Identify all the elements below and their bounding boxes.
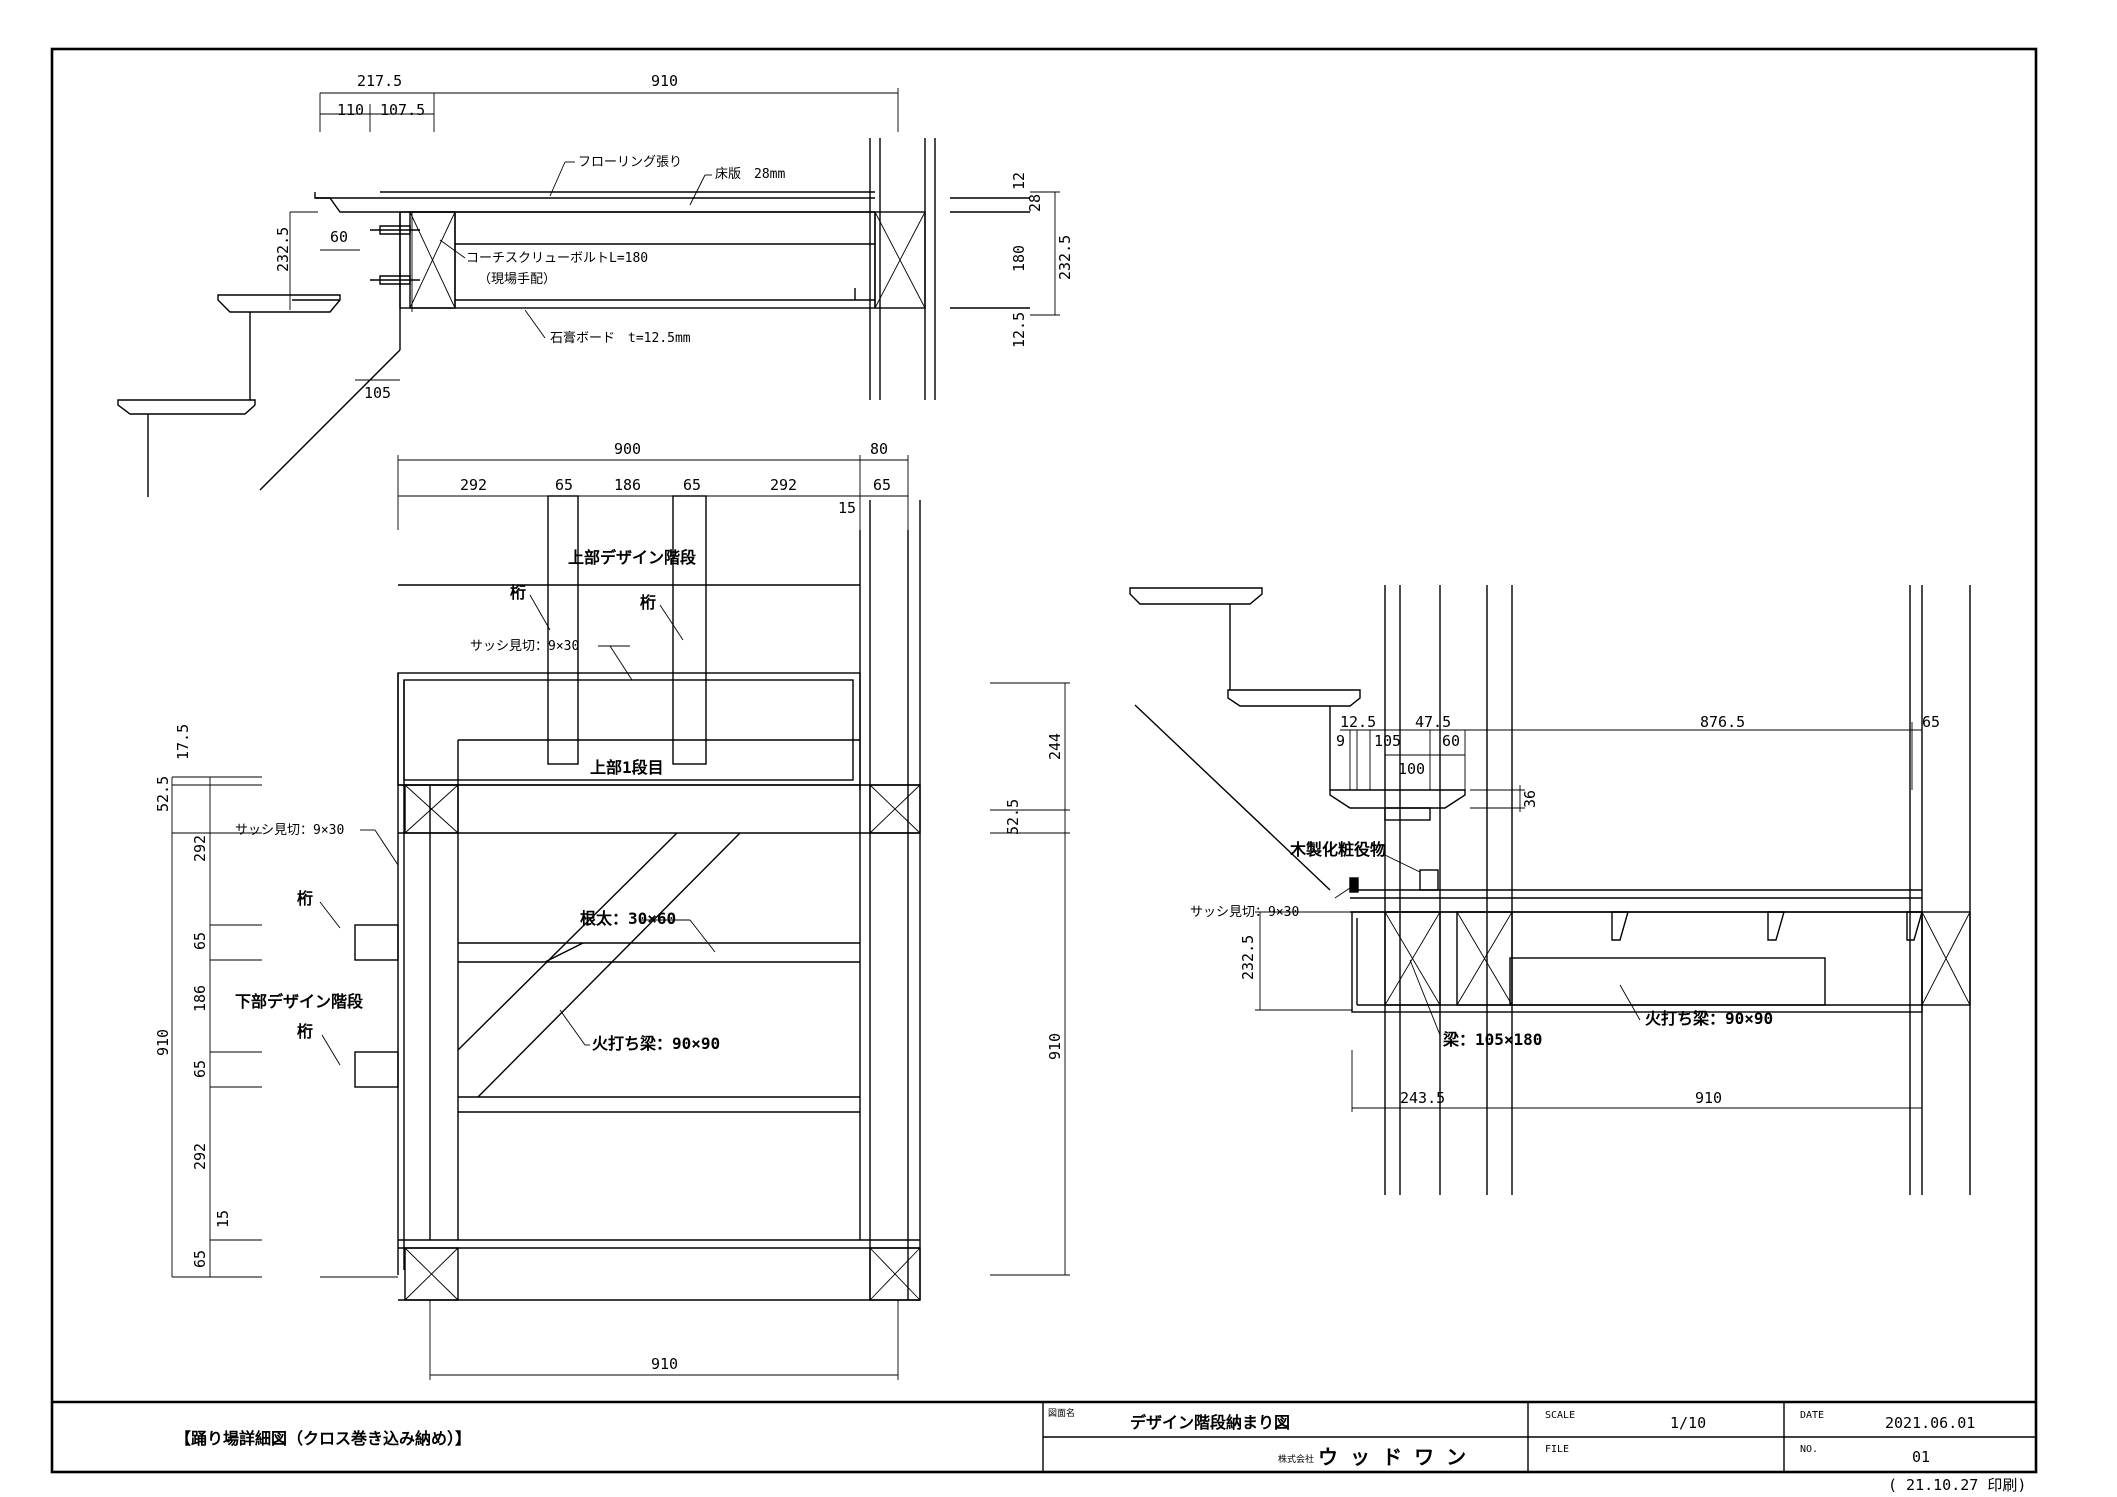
dim-28: 28: [1026, 194, 1044, 212]
dim-244: 244: [1046, 733, 1064, 760]
dim-910-right: 910: [1046, 1033, 1064, 1060]
label-joist: 根太：30×60: [580, 909, 676, 928]
side-dim-876-5: 876.5: [1700, 713, 1745, 731]
date-label: DATE: [1800, 1410, 1824, 1421]
dim-65-v1: 65: [191, 932, 209, 950]
dim-292-b: 292: [770, 476, 797, 494]
company-prefix: 株式会社: [1278, 1453, 1314, 1465]
dim-52-5-left: 52.5: [154, 776, 172, 812]
no-label: NO.: [1800, 1444, 1818, 1455]
print-note: ( 21.10.27 印刷): [1888, 1476, 2026, 1494]
dim-12-5: 12.5: [1010, 312, 1028, 348]
label-trim: 木製化粧役物: [1289, 840, 1386, 859]
dim-12: 12: [1010, 172, 1028, 190]
side-label-hiuchi: 火打ち梁：90×90: [1645, 1009, 1773, 1028]
scale-value: 1/10: [1670, 1414, 1706, 1432]
dim-910-bottom: 910: [651, 1355, 678, 1373]
label-stringer-b: 桁: [640, 593, 656, 612]
dim-292-a: 292: [460, 476, 487, 494]
dim-292-v2: 292: [191, 1143, 209, 1170]
scale-label: SCALE: [1545, 1410, 1575, 1421]
side-dim-243-5: 243.5: [1400, 1089, 1445, 1107]
dim-232-5-right: 232.5: [1056, 235, 1074, 280]
dim-186: 186: [614, 476, 641, 494]
dim-17-5: 17.5: [174, 724, 192, 760]
label-stringer-d: 桁: [297, 1022, 313, 1041]
dim-80: 80: [870, 440, 888, 458]
note-flooring: フローリング張り: [578, 155, 682, 170]
dim-65-b: 65: [683, 476, 701, 494]
dim-52-5-right: 52.5: [1004, 799, 1022, 835]
sheet-border: [50, 47, 2038, 1474]
name-value: デザイン階段納まり図: [1130, 1413, 1290, 1432]
side-dim-910: 910: [1695, 1089, 1722, 1107]
dim-110: 110: [337, 101, 364, 119]
dim-15-v: 15: [214, 1210, 232, 1228]
dim-65-v2: 65: [191, 1060, 209, 1078]
label-upper-step1: 上部1段目: [590, 758, 664, 777]
label-lower-stair: 下部デザイン階段: [235, 992, 364, 1011]
label-stringer-c: 桁: [297, 889, 313, 908]
label-stringer-a: 桁: [510, 583, 526, 602]
dim-105: 105: [364, 384, 391, 402]
side-dim-100: 100: [1398, 760, 1425, 778]
title-block: 【踊り場詳細図（クロス巻き込み納め）】 図面名 デザイン階段納まり図 株式会社 …: [52, 1400, 2036, 1472]
date-value: 2021.06.01: [1885, 1414, 1975, 1432]
dim-65-v3: 65: [191, 1250, 209, 1268]
plan-section: 900 80 292 65 186 65 292 65 15 上部デザイン階段 …: [154, 440, 1070, 1380]
drawing-title: 【踊り場詳細図（クロス巻き込み納め）】: [175, 1429, 471, 1448]
side-dim-60: 60: [1442, 732, 1460, 750]
company-name: ウ ッ ド ワ ン: [1318, 1445, 1466, 1469]
dim-186-v: 186: [191, 985, 209, 1012]
dim-180: 180: [1010, 245, 1028, 272]
side-dim-36: 36: [1521, 790, 1539, 808]
side-dim-232-5: 232.5: [1239, 935, 1257, 980]
side-dim-9: 9: [1336, 732, 1345, 750]
dim-217-5: 217.5: [357, 72, 402, 90]
no-value: 01: [1912, 1448, 1930, 1466]
side-dim-65: 65: [1922, 713, 1940, 731]
note-floor-plate: 床版 28mm: [715, 167, 785, 182]
label-hiuchi: 火打ち梁：90×90: [592, 1034, 720, 1053]
label-sash-left: サッシ見切：9×30: [235, 823, 344, 838]
label-sash-top: サッシ見切：9×30: [470, 639, 579, 654]
side-section: 12.5 47.5 876.5 65 9 105 60 100 36 木製化粧役…: [1129, 585, 1971, 1195]
dim-60: 60: [330, 228, 348, 246]
dim-900: 900: [614, 440, 641, 458]
dim-15: 15: [838, 499, 856, 517]
side-dim-105: 105: [1374, 732, 1401, 750]
upper-section: 217.5 910 110 107.5: [117, 72, 1074, 497]
note-site: （現場手配）: [478, 272, 556, 287]
dim-910-top: 910: [651, 72, 678, 90]
dim-232-5-left: 232.5: [274, 227, 292, 272]
name-label: 図面名: [1048, 1407, 1075, 1419]
dim-65-c: 65: [873, 476, 891, 494]
side-dim-47-5: 47.5: [1415, 713, 1451, 731]
note-gypsum: 石膏ボード t=12.5mm: [550, 330, 691, 346]
side-label-sash: サッシ見切：9×30: [1190, 905, 1299, 920]
label-upper-stair: 上部デザイン階段: [568, 548, 697, 567]
dim-292-v1: 292: [191, 835, 209, 862]
file-label: FILE: [1545, 1444, 1569, 1455]
dim-107-5: 107.5: [380, 101, 425, 119]
dim-65-a: 65: [555, 476, 573, 494]
side-label-beam: 梁：105×180: [1442, 1030, 1542, 1049]
side-dim-12-5: 12.5: [1340, 713, 1376, 731]
note-screw: コーチスクリューボルトL=180: [466, 251, 648, 266]
dim-910-left: 910: [154, 1029, 172, 1056]
